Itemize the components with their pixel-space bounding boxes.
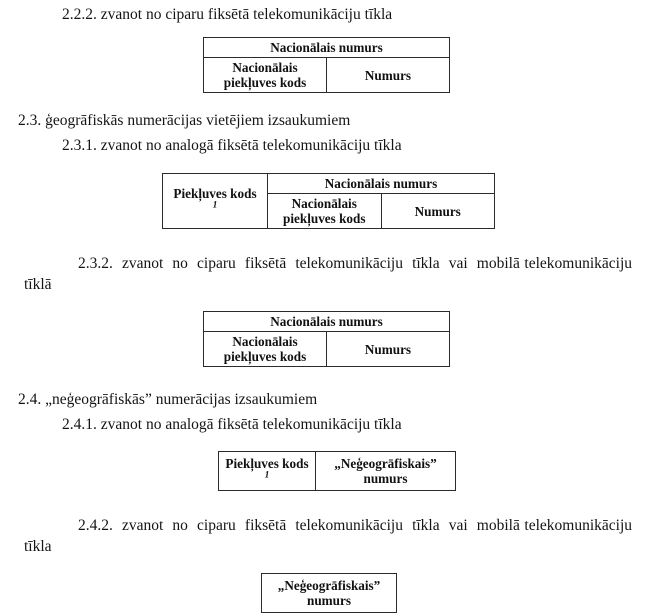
section-paragraph-2-3-2: 2.3.2. zvanot no ciparu fiksētā telekomu… [24,253,632,295]
table-row: Nacionālais piekļuves kods Numurs [163,193,495,229]
cell-nongeographic-line2: numurs [307,593,351,608]
table-nongeo-only: „Neģeogrāfiskais”numurs [261,573,397,613]
section-number-2-4-2: 2.4.2. [78,517,113,534]
cell-access-code-label: Piekļuves kods [173,186,257,201]
section-heading-2-4: 2.4. „neģeogrāfiskās” numerācijas izsauk… [18,391,318,408]
section-heading-2-3: 2.3. ģeogrāfiskās numerācijas vietējiem … [18,112,351,129]
section-heading-2-3-1: 2.3.1. zvanot no analogā fiksētā telekom… [62,137,402,154]
footnote-marker: 1 [264,470,270,481]
cell-number: Numurs [326,331,450,367]
table-row: „Neģeogrāfiskais”numurs [261,573,397,613]
cell-national-access-code: Nacionālais piekļuves kods [203,331,327,367]
cell-nongeographic-number: „Neģeogrāfiskais”numurs [261,573,397,613]
cell-access-code-label: Piekļuves kods [225,456,309,471]
section-number-2-3-2: 2.3.2. [78,255,113,272]
section-heading-2-2-2: 2.2.2. zvanot no ciparu fiksētā telekomu… [62,6,393,23]
cell-nongeographic-line2: numurs [363,471,408,486]
cell-national-access-code: Nacionālais piekļuves kods [267,193,382,229]
cell-national-number: Nacionālais numurs [203,37,450,58]
cell-national-number: Nacionālais numurs [267,173,495,194]
table-row: Nacionālais piekļuves kods Numurs [203,331,450,367]
cell-number: Numurs [380,193,495,229]
cell-national-access-code: Nacionālais piekļuves kods [203,57,327,93]
table-row: Nacionālais numurs [203,311,450,332]
table-national-number-1: Nacionālais numurs Nacionālais piekļuves… [203,37,450,93]
cell-nongeographic-number: „Neģeogrāfiskais”numurs [315,451,456,491]
footnote-marker: 1 [212,200,218,211]
cell-national-number: Nacionālais numurs [203,311,450,332]
section-paragraph-2-4-2: 2.4.2. zvanot no ciparu fiksētā telekomu… [24,515,632,557]
section-body-2-4-2: zvanot no ciparu fiksētā telekomunikācij… [24,517,636,555]
cell-nongeographic-line1: „Neģeogrāfiskais” [334,456,437,471]
cell-number: Numurs [326,57,450,93]
section-body-2-3-2: zvanot no ciparu fiksētā telekomunikācij… [24,255,636,293]
table-row: Nacionālais numurs [203,37,450,58]
cell-nongeographic-line1: „Neģeogrāfiskais” [277,578,381,593]
table-national-number-2: Nacionālais numurs Nacionālais piekļuves… [203,311,450,367]
section-heading-2-4-1: 2.4.1. zvanot no analogā fiksētā telekom… [62,416,402,433]
table-row: Nacionālais piekļuves kods Numurs [203,57,450,93]
